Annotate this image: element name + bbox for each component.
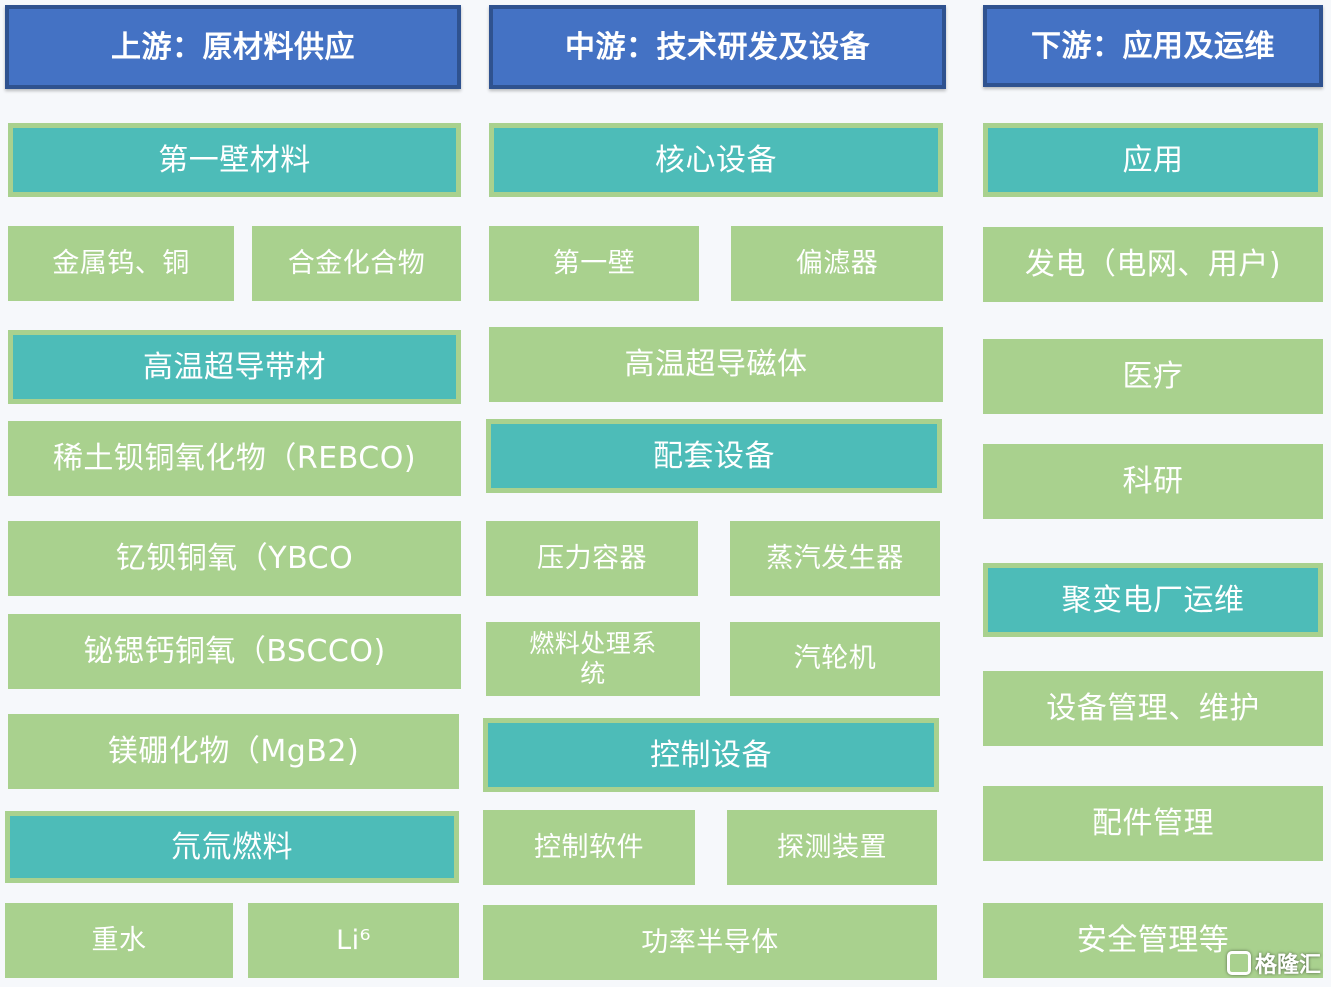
ops-safety-management: 安全管理等 — [983, 903, 1323, 978]
downstream-header: 下游：应用及运维 — [983, 5, 1323, 87]
plant-operation-category: 聚变电厂运维 — [983, 563, 1323, 637]
first-wall-material-category: 第一壁材料 — [8, 123, 461, 197]
material-heavy-water: 重水 — [5, 903, 233, 978]
hts-tape-category: 高温超导带材 — [8, 330, 461, 404]
material-alloy-compound: 合金化合物 — [252, 226, 461, 301]
gelonghui-logo-icon — [1226, 951, 1251, 975]
midstream-header: 中游：技术研发及设备 — [489, 5, 946, 89]
watermark: 格隆汇 — [1226, 947, 1321, 979]
equipment-first-wall: 第一壁 — [489, 226, 699, 301]
equipment-power-semiconductor: 功率半导体 — [483, 905, 937, 980]
equipment-fuel-processing-system: 燃料处理系统 — [486, 622, 700, 696]
material-rebco: 稀土钡铜氧化物（REBCO) — [8, 421, 461, 496]
material-bscco: 铋锶钙铜氧（BSCCO) — [8, 614, 461, 689]
equipment-pressure-vessel: 压力容器 — [486, 521, 698, 596]
application-medical: 医疗 — [983, 339, 1323, 414]
application-power-generation: 发电（电网、用户) — [983, 227, 1323, 302]
ops-equipment-management: 设备管理、维护 — [983, 671, 1323, 746]
supporting-equipment-category: 配套设备 — [486, 419, 942, 493]
application-research: 科研 — [983, 444, 1323, 519]
equipment-steam-generator: 蒸汽发生器 — [730, 521, 940, 596]
equipment-control-software: 控制软件 — [483, 810, 695, 885]
fuel-category: 氘氚燃料 — [5, 811, 459, 883]
application-category: 应用 — [983, 123, 1323, 197]
watermark-text: 格隆汇 — [1254, 953, 1321, 978]
material-mgb2: 镁硼化物（MgB2) — [8, 714, 459, 789]
equipment-hts-magnet: 高温超导磁体 — [489, 327, 943, 402]
equipment-divertor: 偏滤器 — [731, 226, 943, 301]
control-equipment-category: 控制设备 — [483, 718, 939, 792]
material-ybco: 钇钡铜氧（YBCO — [8, 521, 461, 596]
upstream-header: 上游：原材料供应 — [5, 5, 461, 89]
material-lithium-6: Li⁶ — [248, 903, 459, 978]
material-tungsten-copper: 金属钨、铜 — [8, 226, 234, 301]
equipment-detection-device: 探测装置 — [727, 810, 937, 885]
core-equipment-category: 核心设备 — [489, 123, 943, 197]
equipment-steam-turbine: 汽轮机 — [730, 622, 940, 696]
ops-parts-management: 配件管理 — [983, 786, 1323, 861]
